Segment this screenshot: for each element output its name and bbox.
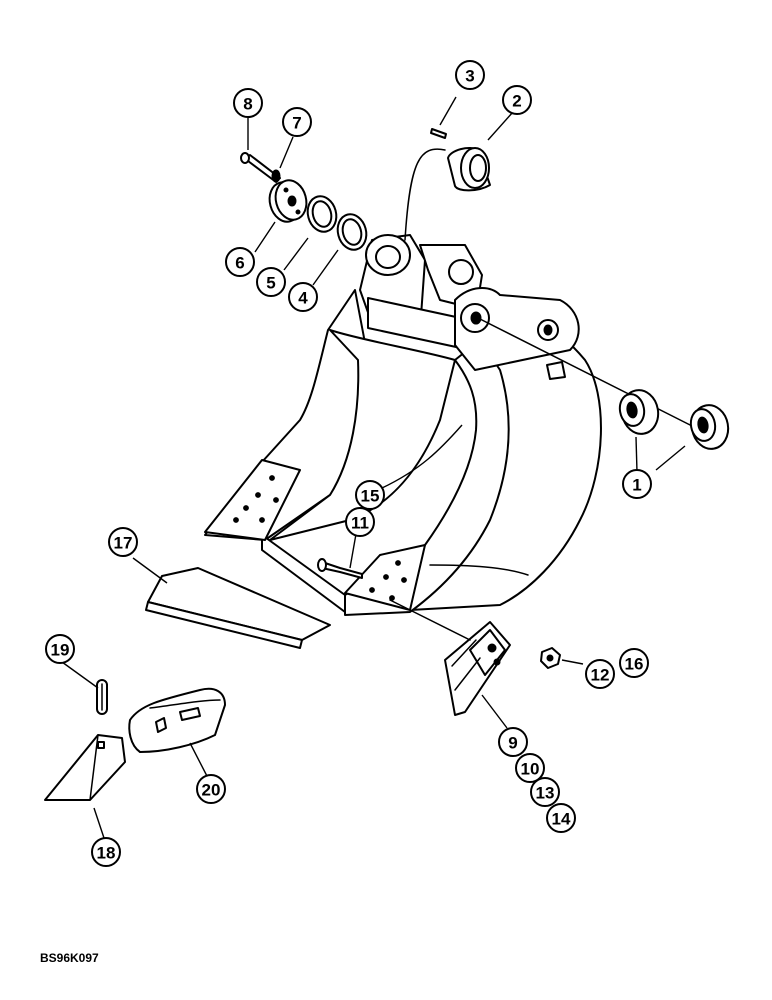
callout-11-balloon: 11 xyxy=(345,507,375,537)
callout-12-balloon: 12 xyxy=(585,659,615,689)
callout-18-balloon: 18 xyxy=(91,837,121,867)
pin-axis-line xyxy=(477,317,701,431)
bushing-pin xyxy=(447,147,491,192)
spring-pin xyxy=(430,128,447,139)
callout-13-label: 13 xyxy=(536,784,555,803)
callout-20-circle xyxy=(196,774,226,804)
callout-18-circle xyxy=(91,837,121,867)
right-cutter-bolt-holes xyxy=(369,560,407,601)
callout-19-circle xyxy=(45,634,75,664)
callout-9-label: 9 xyxy=(508,734,517,753)
callout-13-circle xyxy=(530,777,560,807)
callout-5-balloon: 5 xyxy=(256,267,286,297)
callout-16-circle xyxy=(619,648,649,678)
callout-16-label: 16 xyxy=(625,655,644,674)
callout-8-circle xyxy=(233,88,263,118)
callout-14-label: 14 xyxy=(552,810,571,829)
callout-6-circle xyxy=(225,247,255,277)
callout-4-circle xyxy=(288,282,318,312)
bushing-outer xyxy=(689,404,730,450)
callout-1-label: 1 xyxy=(632,476,641,495)
callout-17-label: 17 xyxy=(114,534,133,553)
callout-19-label: 19 xyxy=(51,641,70,660)
figure-code: BS96K097 xyxy=(40,951,99,965)
callout-2-balloon: 2 xyxy=(502,85,532,115)
callout-1-circle xyxy=(622,469,652,499)
bucket-tooth xyxy=(44,734,126,801)
callout-1-balloon: 1 xyxy=(622,469,652,499)
retainer-bolt xyxy=(240,152,281,183)
callout-9-balloon: 9 xyxy=(498,727,528,757)
callout-3-label: 3 xyxy=(465,67,474,86)
callout-17-balloon: 17 xyxy=(108,527,138,557)
callout-2-label: 2 xyxy=(512,92,521,111)
callout-4-balloon: 4 xyxy=(288,282,318,312)
callout-6-balloon: 6 xyxy=(225,247,255,277)
callout-7-circle xyxy=(282,107,312,137)
callout-11-label: 11 xyxy=(351,514,369,533)
callout-4-label: 4 xyxy=(298,289,308,308)
callout-13-balloon: 13 xyxy=(530,777,560,807)
callout-8-label: 8 xyxy=(243,95,252,114)
callout-15-label: 15 xyxy=(361,487,380,506)
callout-10-balloon: 10 xyxy=(515,753,545,783)
lock-washer xyxy=(271,169,281,183)
callout-9-circle xyxy=(498,727,528,757)
tooth-roll-pin xyxy=(96,679,108,715)
callout-5-label: 5 xyxy=(266,274,275,293)
callout-8-balloon: 8 xyxy=(233,88,263,118)
callout-12-circle xyxy=(585,659,615,689)
callout-7-label: 7 xyxy=(292,114,301,133)
bushing-inner xyxy=(618,389,660,435)
pin-leader-curve xyxy=(404,148,446,241)
callout-14-circle xyxy=(546,803,576,833)
callout-7-balloon: 7 xyxy=(282,107,312,137)
callout-17-circle xyxy=(108,527,138,557)
callout-6-label: 6 xyxy=(235,254,244,273)
side-cutter-nut xyxy=(540,647,561,669)
retainer-plate xyxy=(268,179,308,223)
cutting-edge-blade xyxy=(145,567,331,649)
callout-14-balloon: 14 xyxy=(546,803,576,833)
callout-16-balloon: 16 xyxy=(619,648,649,678)
plow-bolt xyxy=(317,558,363,579)
side-cutter-alignment-line xyxy=(389,599,471,641)
callout-12-label: 12 xyxy=(591,666,610,685)
tooth-adapter xyxy=(128,687,226,753)
callout-15-circle xyxy=(355,480,385,510)
callout-3-circle xyxy=(455,60,485,90)
callout-20-balloon: 20 xyxy=(196,774,226,804)
callout-2-circle xyxy=(502,85,532,115)
leader-lines xyxy=(61,96,686,845)
callout-3-balloon: 3 xyxy=(455,60,485,90)
shim-ring-4 xyxy=(336,213,368,251)
callout-11-circle xyxy=(345,507,375,537)
callout-15-balloon: 15 xyxy=(355,480,385,510)
callout-5-circle xyxy=(256,267,286,297)
bucket-body xyxy=(204,234,602,616)
callout-20-label: 20 xyxy=(202,781,221,800)
callout-18-label: 18 xyxy=(97,844,116,863)
side-cutter xyxy=(444,621,511,716)
shim-ring-5 xyxy=(306,195,338,233)
callout-10-circle xyxy=(515,753,545,783)
callout-10-label: 10 xyxy=(521,760,540,779)
left-cutter-bolt-holes xyxy=(233,475,279,523)
callout-19-balloon: 19 xyxy=(45,634,75,664)
